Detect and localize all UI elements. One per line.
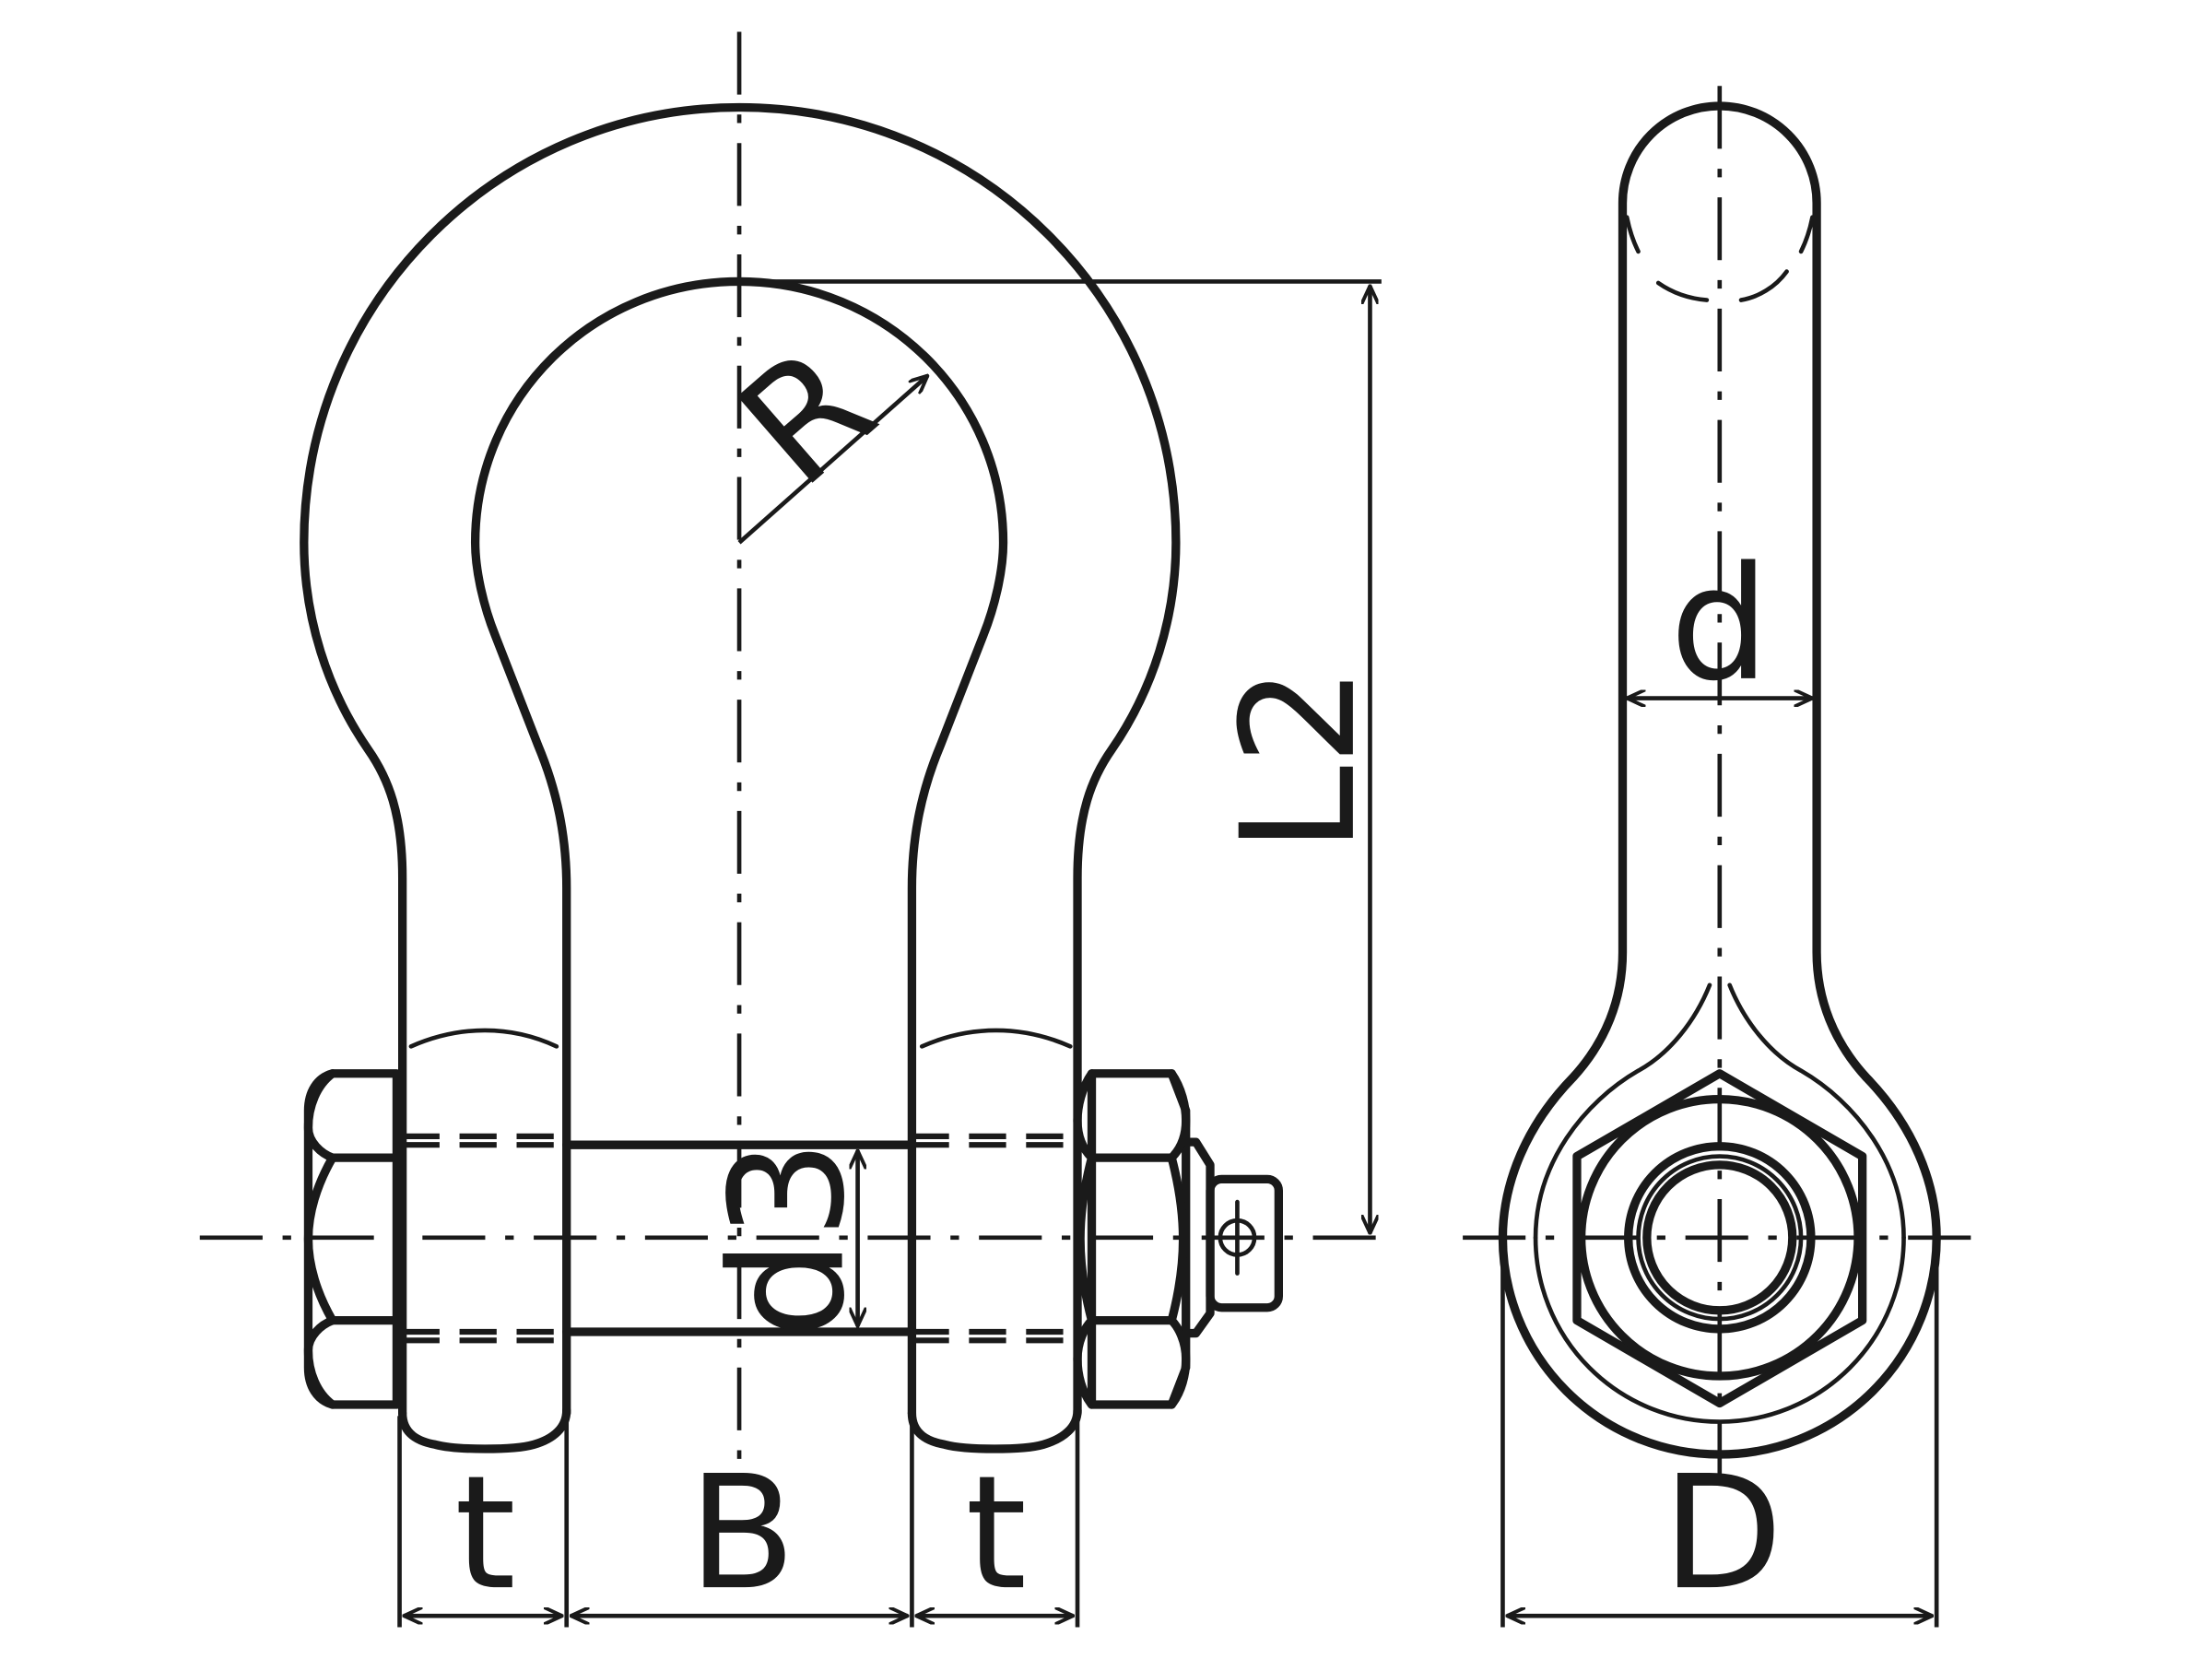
front-view: R L2 d3 t B t bbox=[199, 31, 1391, 1628]
top-arc-right-stub bbox=[1798, 215, 1815, 254]
nut-curve-bot bbox=[1073, 1316, 1097, 1409]
nut-curve-mid bbox=[1076, 1153, 1097, 1325]
nut-curve-top bbox=[1073, 1069, 1097, 1162]
nut-curve-bot-r bbox=[1167, 1316, 1191, 1409]
label-t-right: t bbox=[965, 1442, 1027, 1625]
dimension-L2: L2 bbox=[739, 279, 1391, 1233]
label-L2: L2 bbox=[1208, 666, 1391, 853]
hex-nut-right bbox=[1073, 1069, 1191, 1409]
hex-nut-face bbox=[1572, 1069, 1867, 1408]
bolt-head-left bbox=[303, 1069, 402, 1409]
label-B: B bbox=[688, 1442, 796, 1625]
label-D: D bbox=[1662, 1442, 1783, 1625]
left-eye-foot bbox=[398, 1406, 571, 1453]
label-d3: d3 bbox=[698, 1139, 880, 1338]
dimension-d3: d3 bbox=[698, 1139, 880, 1338]
radius-leader bbox=[737, 376, 927, 545]
left-eye-arc bbox=[408, 1028, 559, 1049]
top-arc-left bbox=[1655, 280, 1710, 302]
bolt-head-curve-bot bbox=[303, 1316, 337, 1409]
bow-outer-contour bbox=[300, 102, 1181, 1418]
nut-curve-top-r bbox=[1167, 1069, 1191, 1162]
eye-transition-left bbox=[1533, 982, 1712, 1241]
bolt-head-curve-mid bbox=[303, 1153, 337, 1325]
dimension-d: d bbox=[1627, 534, 1812, 716]
label-d: d bbox=[1670, 534, 1770, 716]
bolt-head-curve-top bbox=[303, 1069, 337, 1162]
nut-curve-mid-r bbox=[1167, 1153, 1188, 1325]
label-t-left: t bbox=[454, 1442, 516, 1625]
label-R: R bbox=[706, 312, 908, 522]
cotter-pin-body bbox=[1206, 1174, 1283, 1312]
eye-transition-right bbox=[1727, 982, 1906, 1241]
dimension-D: D bbox=[1500, 1255, 1939, 1628]
top-arc-right bbox=[1738, 269, 1789, 302]
side-body-outline bbox=[1498, 101, 1941, 1459]
dimension-t-B-t: t B t bbox=[397, 1416, 1080, 1628]
side-view: d D bbox=[1463, 86, 1984, 1628]
right-eye-arc bbox=[919, 1028, 1073, 1049]
top-arc-left-stub bbox=[1624, 215, 1641, 254]
right-eye-foot bbox=[907, 1406, 1082, 1453]
